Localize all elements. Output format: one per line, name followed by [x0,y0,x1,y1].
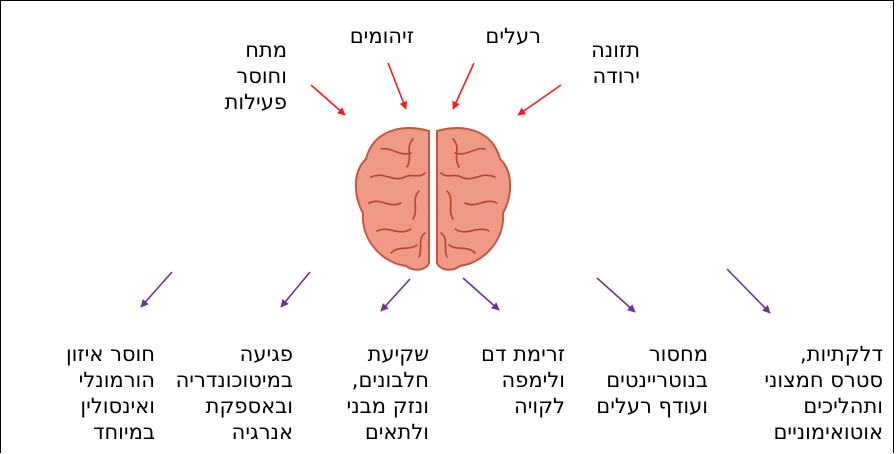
cause-label-infections: זיהומים [350,23,414,49]
effect-arrow-protein [381,279,410,311]
effect-arrow-flow [463,278,499,310]
cause-label-stress: מתח וחוסר פעילות [225,37,287,115]
cause-arrow-nutrition [518,85,561,115]
brain-icon [356,128,510,270]
effect-label-protein: שקיעת חלבונים, ונזק מבני ולתאים [347,341,429,445]
cause-label-nutrition: תזונה ירודה [591,37,640,89]
cause-label-toxins: רעלים [485,23,541,49]
effect-label-flow: זרימת דם ולימפה לקויה [481,341,565,419]
cause-arrow-infections [388,63,406,109]
cause-arrow-stress [311,85,345,115]
effect-label-inflammation: דלקתיות, סטרס חמצוני ותהליכים אוטואימוני… [764,341,883,445]
effect-arrow-hormonal [141,272,172,307]
effect-arrow-nutrients [597,278,635,312]
effect-label-nutrients: מחסור בנוטריינטים ועודף רעלים [596,341,708,419]
effect-label-hormonal: חוסר איזון הורמונלי ואינסולין במיוחד [66,341,155,445]
effect-arrow-inflammation [727,269,770,313]
effect-label-mitochondria: פגיעה במיטוכונדריה ובאספקת אנרגיה [176,341,293,445]
effect-arrow-mitochondria [281,272,310,307]
cause-arrow-toxins [453,63,474,109]
